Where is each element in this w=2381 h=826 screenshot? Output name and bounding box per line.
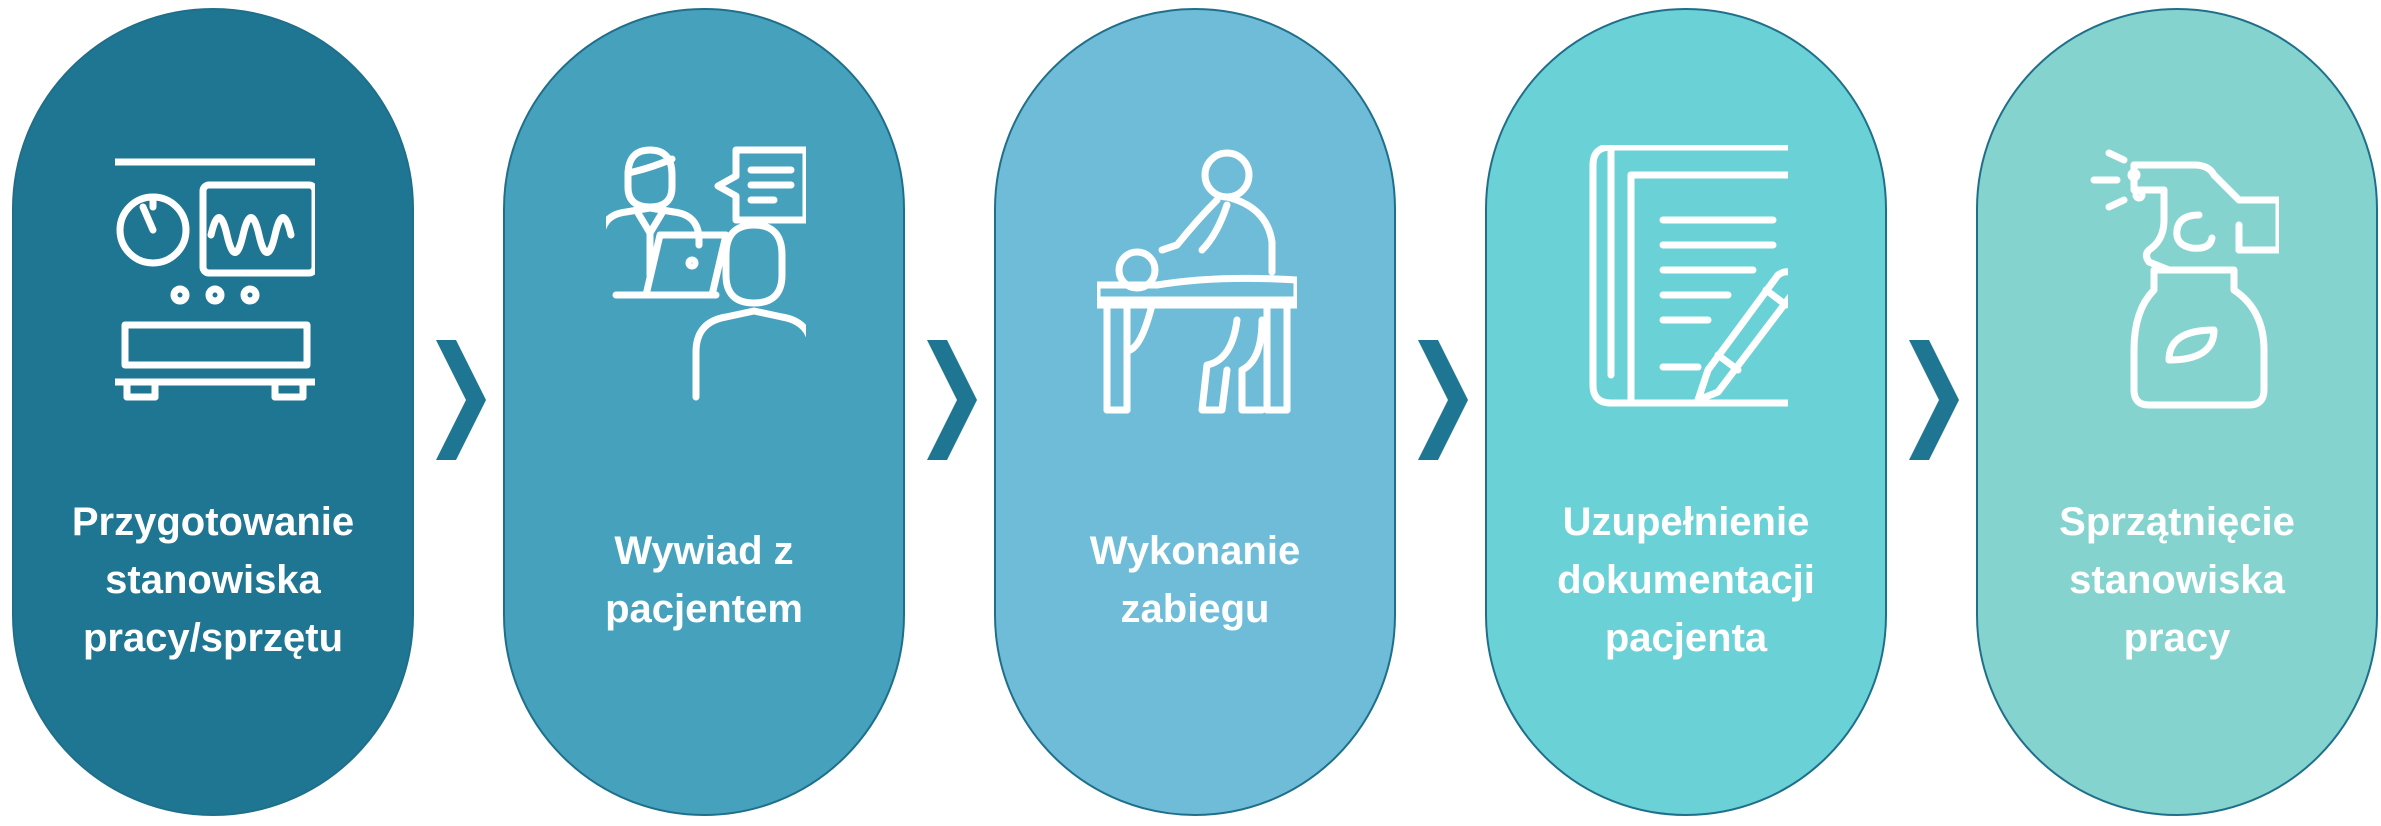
chevron-right-icon <box>921 340 977 460</box>
equipment-panel-icon <box>115 145 315 415</box>
step-treatment: Wykonanie zabiegu <box>994 8 1396 816</box>
chevron-right-icon <box>430 340 486 460</box>
step-equipment-preparation: Przygotowanie stanowiska pracy/sprzętu <box>12 8 414 816</box>
spray-bottle-icon <box>2079 145 2279 415</box>
step-label: Wykonanie zabiegu <box>1089 529 1301 631</box>
chevron-right-icon <box>1412 340 1468 460</box>
step-label: Sprzątnięcie stanowiska pracy <box>2059 500 2295 660</box>
step-label: Przygotowanie stanowiska pracy/sprzętu <box>71 500 355 660</box>
chevron-right-icon <box>1903 340 1959 460</box>
step-label: Wywiad z pacjentem <box>605 529 803 631</box>
step-documentation: Uzupełnienie dokumentacji pacjenta <box>1485 8 1887 816</box>
interview-icon <box>606 145 806 415</box>
step-label: Uzupełnienie dokumentacji pacjenta <box>1557 500 1815 660</box>
step-patient-interview: Wywiad z pacjentem <box>503 8 905 816</box>
step-workstation-cleaning: Sprzątnięcie stanowiska pracy <box>1976 8 2378 816</box>
massage-icon <box>1097 145 1297 415</box>
document-pen-icon <box>1588 145 1788 415</box>
